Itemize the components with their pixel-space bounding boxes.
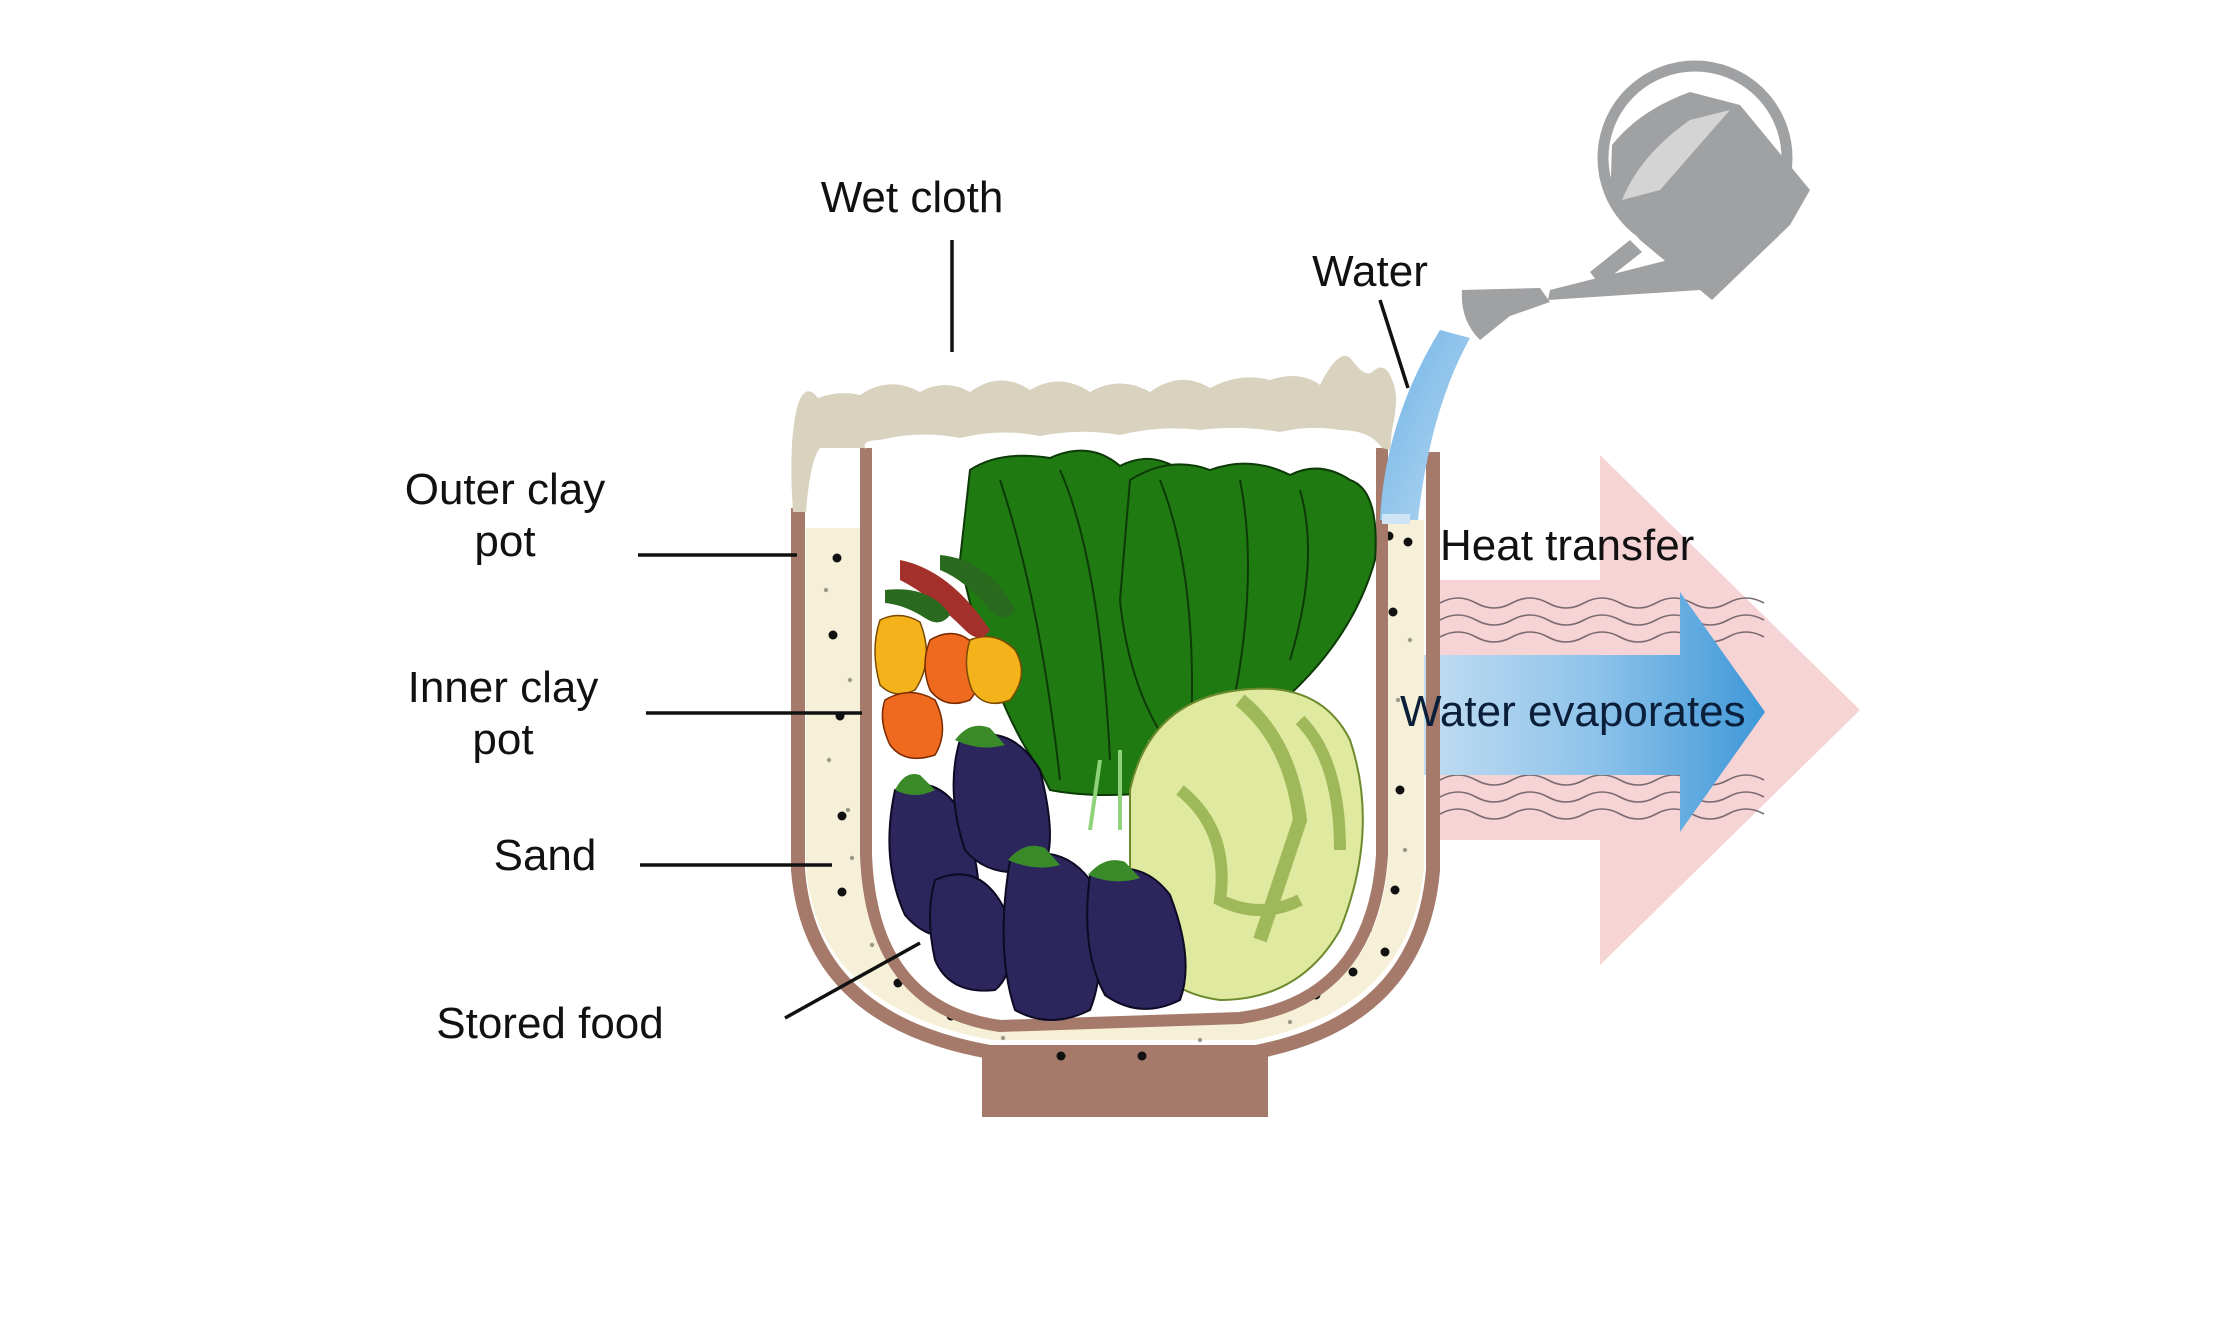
outer-clay-pot bbox=[791, 452, 1440, 1059]
leader-lines bbox=[638, 240, 1410, 1020]
sand-layer bbox=[806, 520, 1424, 1040]
label-heat-transfer: Heat transfer bbox=[1440, 521, 1695, 570]
water-evaporates-arrow bbox=[1398, 592, 1765, 832]
eggplant-caps bbox=[895, 725, 1140, 882]
label-inner-clay-pot: Inner clay pot bbox=[378, 662, 628, 766]
label-sand: Sand bbox=[493, 831, 597, 880]
label-stored-food: Stored food bbox=[436, 999, 664, 1048]
eggplant-icon bbox=[888, 733, 1187, 1021]
pepper-icon bbox=[874, 614, 1023, 760]
label-inner-clay-pot-line1: Inner clay bbox=[407, 663, 599, 712]
label-water: Water bbox=[1312, 247, 1428, 296]
wet-cloth bbox=[791, 355, 1396, 512]
label-outer-clay-pot-line1: Outer clay bbox=[404, 465, 606, 514]
label-wet-cloth: Wet cloth bbox=[820, 173, 1004, 222]
label-outer-clay-pot: Outer clay pot bbox=[380, 464, 630, 568]
water-stream bbox=[1380, 330, 1470, 520]
watering-can-icon bbox=[1461, 60, 1810, 340]
label-inner-clay-pot-line2: pot bbox=[472, 715, 534, 764]
cabbage-icon bbox=[1129, 687, 1364, 1002]
water-stream-tip bbox=[1382, 514, 1410, 524]
inner-clay-pot bbox=[860, 448, 1388, 1032]
leafy-greens-icon bbox=[958, 449, 1377, 831]
chili-icon bbox=[885, 555, 1015, 638]
label-water-evaporates: Water evaporates bbox=[1400, 687, 1746, 736]
label-outer-clay-pot-line2: pot bbox=[474, 517, 536, 566]
